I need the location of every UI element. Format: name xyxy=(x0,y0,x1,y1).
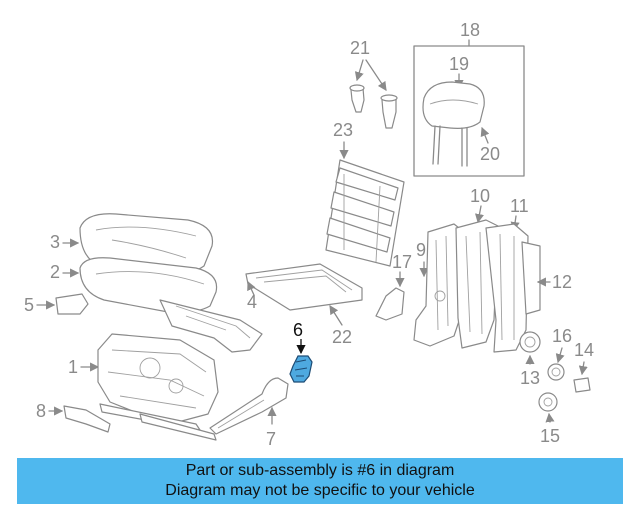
headrest-box xyxy=(413,45,525,177)
headrest xyxy=(422,81,485,129)
banner-line-1: Part or sub-assembly is #6 in diagram xyxy=(185,462,455,479)
seat-frame-group: 1 xyxy=(68,333,219,441)
part-6-group: 6 xyxy=(289,320,313,383)
seat-panel xyxy=(245,263,363,311)
lever xyxy=(63,405,111,433)
callout-9: 9 xyxy=(416,240,426,260)
callout-13: 13 xyxy=(520,368,540,388)
callout-3: 3 xyxy=(50,232,60,252)
frame-trim xyxy=(159,299,263,353)
callout-17: 17 xyxy=(392,252,412,272)
knobs-group: 13 16 14 15 xyxy=(519,326,594,446)
banner-line-2: Diagram may not be specific to your vehi… xyxy=(165,482,475,499)
info-banner: Part or sub-assembly is #6 in diagram Di… xyxy=(17,458,623,504)
lever-group: 8 xyxy=(36,401,111,433)
frame-trim-group: 4 xyxy=(159,280,263,353)
callout-16: 16 xyxy=(552,326,572,346)
callout-15: 15 xyxy=(540,426,560,446)
small-cover-group: 5 xyxy=(24,293,89,315)
knob-13 xyxy=(519,331,541,353)
side-shield-group: 7 xyxy=(209,377,289,449)
back-board-group: 12 xyxy=(521,241,572,315)
callout-20: 20 xyxy=(480,144,500,164)
callout-4: 4 xyxy=(247,292,257,312)
callout-19: 19 xyxy=(449,54,469,74)
back-pad-group: 23 xyxy=(325,120,405,267)
callout-22: 22 xyxy=(332,327,352,347)
callout-18: 18 xyxy=(460,20,480,40)
callout-1: 1 xyxy=(68,357,78,377)
callout-10: 10 xyxy=(470,186,490,206)
callout-12: 12 xyxy=(552,272,572,292)
knob-15 xyxy=(538,392,558,412)
cushion-pad xyxy=(79,257,218,313)
guide-right xyxy=(381,97,397,129)
bracket xyxy=(375,287,405,321)
knob-16 xyxy=(547,363,565,381)
knob-14 xyxy=(573,377,591,393)
guide-left xyxy=(350,87,365,113)
back-cover-group: 11 xyxy=(485,196,529,353)
small-cover xyxy=(55,293,89,315)
callout-2: 2 xyxy=(50,262,60,282)
callout-14: 14 xyxy=(574,340,594,360)
callout-6: 6 xyxy=(293,320,303,340)
callout-7: 7 xyxy=(266,429,276,449)
headrest-guides-group: 21 xyxy=(349,38,398,129)
cushion-pad-group: 2 xyxy=(50,257,218,313)
callout-5: 5 xyxy=(24,295,34,315)
seat-parts-diagram: 18 19 20 21 23 22 xyxy=(24,20,594,449)
back-cushion-group: 10 xyxy=(455,186,499,349)
side-shield xyxy=(209,377,289,435)
seat-panel-group: 22 xyxy=(245,263,363,347)
callout-11: 11 xyxy=(510,196,529,216)
bracket-group: 17 xyxy=(375,252,412,321)
back-board xyxy=(521,241,541,315)
callout-23: 23 xyxy=(333,120,353,140)
headrest-group: 18 19 20 xyxy=(413,20,525,177)
callout-8: 8 xyxy=(36,401,46,421)
callout-21: 21 xyxy=(350,38,370,58)
